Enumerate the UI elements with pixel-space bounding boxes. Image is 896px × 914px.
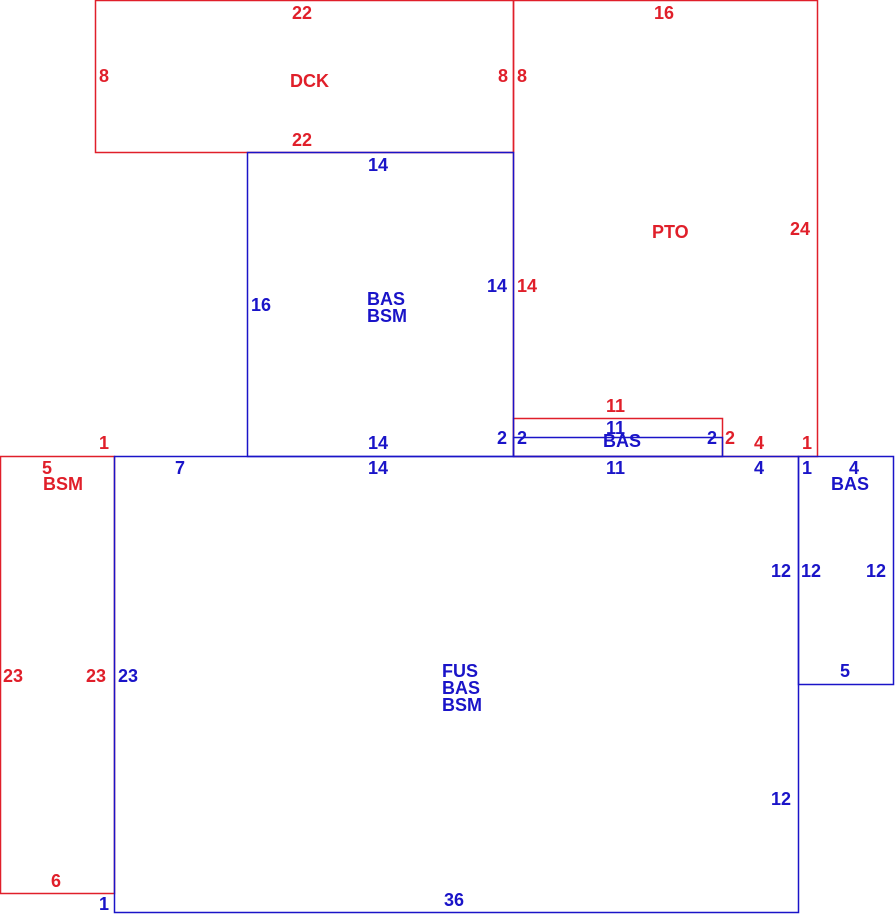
main-dim-top-mid: 14 — [368, 458, 388, 478]
porch-dim-left: 8 — [517, 66, 527, 86]
strip-blue-dim-bottom: 11 — [606, 458, 625, 478]
main-dim-bottom-left: 1 — [99, 894, 109, 914]
main-fus-code: FUS — [442, 661, 478, 681]
upper-bsm-code: BSM — [367, 306, 407, 326]
strip-blue-dim-top: 11 — [606, 418, 625, 438]
deck-code: DCK — [290, 71, 329, 91]
main-dim-top-right: 4 — [754, 458, 764, 478]
left-dim-left: 23 — [3, 666, 23, 686]
deck-dim-top: 22 — [292, 3, 312, 23]
main-dim-right-upper: 12 — [771, 561, 791, 581]
porch-dim-left-lower: 14 — [517, 276, 537, 296]
main-bas-code: BAS — [442, 678, 480, 698]
main-bsm-code: BSM — [442, 695, 482, 715]
strip-blue-dim-left: 2 — [517, 428, 527, 448]
left-bsm-code: BSM — [43, 474, 83, 494]
upper-dim-bottom-left-2: 2 — [497, 428, 507, 448]
strip-red-dim-top: 11 — [606, 396, 625, 416]
right-dim-top: 4 — [849, 458, 859, 478]
strip-bas-code: BAS — [603, 431, 641, 451]
left-dim-top-ext: 1 — [99, 433, 109, 453]
main-dim-left: 23 — [118, 666, 138, 686]
strip-red-dim-right-ext: 4 — [754, 433, 764, 453]
right-dim-right: 12 — [866, 561, 886, 581]
deck-dim-right: 8 — [498, 66, 508, 86]
main-dim-right-lower: 12 — [771, 789, 791, 809]
deck-dim-left: 8 — [99, 66, 109, 86]
porch-dim-top: 16 — [654, 3, 674, 23]
upper-dim-bottom: 14 — [368, 433, 388, 453]
deck-dim-bottom: 22 — [292, 130, 312, 150]
upper-bas-code: BAS — [367, 289, 405, 309]
porch-dim-right: 24 — [790, 219, 810, 239]
main-dim-top-left: 7 — [175, 458, 185, 478]
left-dim-bottom: 6 — [51, 871, 61, 891]
strip-red-dim-right: 2 — [725, 428, 735, 448]
left-dim-top: 5 — [42, 458, 52, 478]
porch-code: PTO — [652, 222, 689, 242]
main-dim-bottom: 36 — [444, 890, 464, 910]
right-dim-top-left: 1 — [802, 458, 812, 478]
left-dim-right: 23 — [86, 666, 106, 686]
upper-dim-right: 14 — [487, 276, 507, 296]
right-addition-outline — [797, 455, 895, 686]
upper-dim-top: 14 — [368, 155, 388, 175]
strip-blue-dim-right: 2 — [707, 428, 717, 448]
right-bas-code: BAS — [831, 474, 869, 494]
upper-dim-left: 16 — [251, 295, 271, 315]
porch-dim-bottom-end: 1 — [802, 433, 812, 453]
right-dim-bottom: 5 — [840, 661, 850, 681]
right-dim-left: 12 — [801, 561, 821, 581]
